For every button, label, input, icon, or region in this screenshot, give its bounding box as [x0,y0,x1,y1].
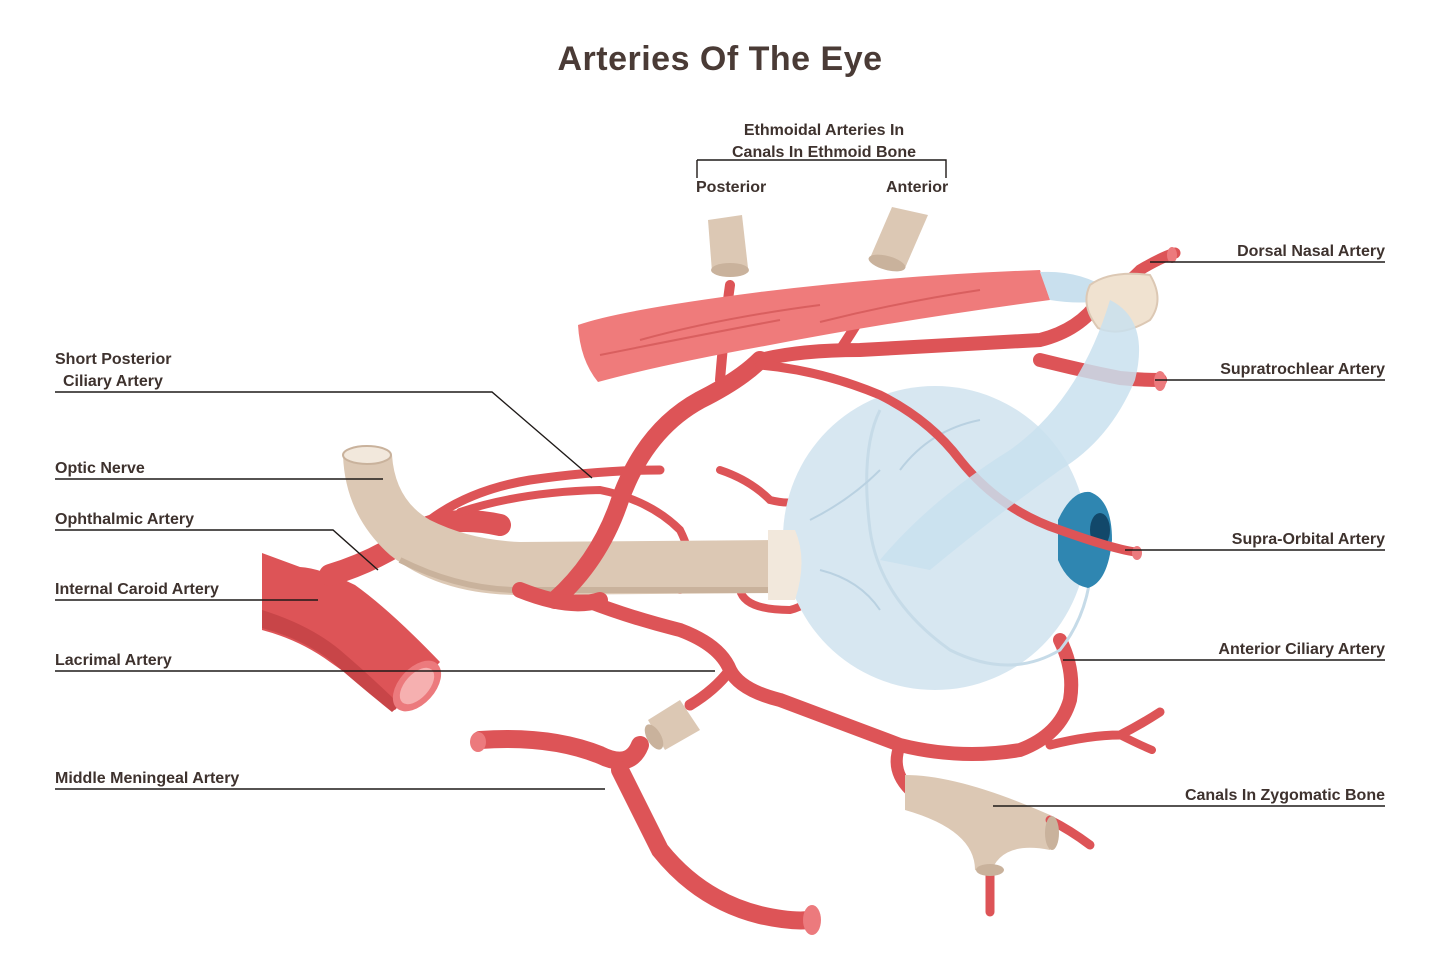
posterior-label: Posterior [696,179,767,196]
meningeal-left-cut-end [470,732,486,752]
oblique-tendon [880,300,1140,570]
internal-carotid-label: Internal Caroid Artery [55,581,219,598]
optic-nerve-label: Optic Nerve [55,460,145,477]
ethmoidal-group-label: Ethmoidal Arteries In Canals In Ethmoid … [704,120,944,164]
superior-oblique-muscle [578,270,1110,382]
anterior-ciliary-label: Anterior Ciliary Artery [1218,641,1385,658]
short-posterior-ciliary-label: Short Posterior Ciliary Artery [55,349,171,393]
zygomatic-canals-label: Canals In Zygomatic Bone [1184,787,1385,804]
leader-short-posterior [55,391,593,479]
ethmoidal-group-line2: Canals In Ethmoid Bone [731,144,916,161]
anterior-label: Anterior [886,179,949,196]
leader-lines [55,159,1385,807]
dorsal-nasal-label: Dorsal Nasal Artery [1237,243,1385,260]
ethmoidal-group-line1: Ethmoidal Arteries In [743,122,905,139]
anterior-ethmoidal-canal [868,207,928,272]
diagram-title: Arteries Of The Eye [557,40,883,78]
meningeal-cut-end [803,905,821,935]
short-posterior-line2: Ciliary Artery [63,373,163,390]
lacrimal-artery-label: Lacrimal Artery [55,652,172,669]
supra-orbital-label: Supra-Orbital Artery [1231,531,1385,548]
middle-meningeal-artery-shape [471,730,819,930]
bone-canal-meningeal [644,700,700,750]
posterior-ethmoidal-canal [708,215,749,277]
ethmoid-bracket [696,159,947,178]
leader-ophthalmic [55,529,379,571]
supra-orbital-cut-end [1132,546,1142,560]
short-posterior-line1: Short Posterior [55,351,172,368]
middle-meningeal-label: Middle Meningeal Artery [55,770,240,787]
supratrochlear-label: Supratrochlear Artery [1220,361,1385,378]
dorsal-nasal-cut-end [1167,247,1177,263]
zygomatic-bone-canal [905,775,1095,917]
ophthalmic-artery-label: Ophthalmic Artery [55,511,194,528]
internal-carotid-artery-shape [262,553,442,712]
supratrochlear-cut-end [1154,371,1166,391]
trochlea-bone [1085,272,1159,333]
